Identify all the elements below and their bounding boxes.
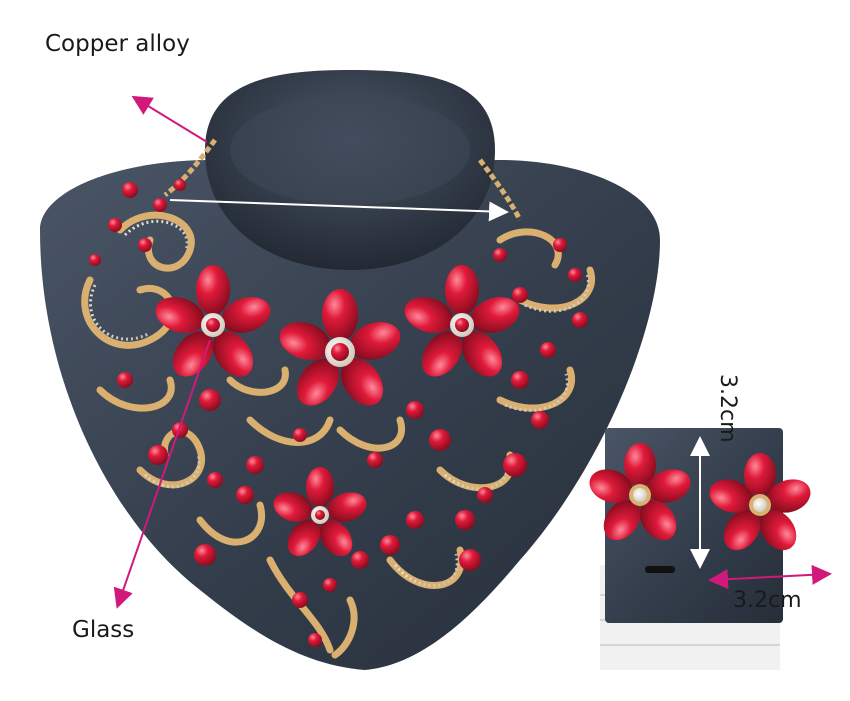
copper-alloy-label: Copper alloy: [45, 31, 190, 57]
necklace-bust: [40, 70, 660, 670]
height-label-wrap: 3.2cm: [715, 374, 809, 443]
earring-width-label: 3.2cm: [733, 588, 802, 613]
glass-flower: [155, 265, 271, 377]
copper-alloy-chain: [163, 138, 523, 222]
earring-display-box: [600, 428, 783, 670]
glass-pointer: [113, 339, 211, 609]
annotation-arrows: [113, 95, 832, 609]
earring-left: [589, 443, 691, 541]
glass-label: Glass: [72, 617, 135, 643]
chain-span-arrow: [169, 199, 509, 222]
width-arrow-right: [769, 564, 832, 585]
glass-flower: [404, 265, 520, 377]
earring-height-label: 3.2cm: [715, 374, 740, 443]
glass-flower: [279, 289, 401, 406]
glass-flower: [273, 467, 367, 557]
earring-right: [709, 453, 811, 551]
width-arrow-left: [708, 569, 771, 590]
red-glass-stones: [89, 179, 588, 647]
copper-alloy-pointer: [131, 95, 208, 143]
